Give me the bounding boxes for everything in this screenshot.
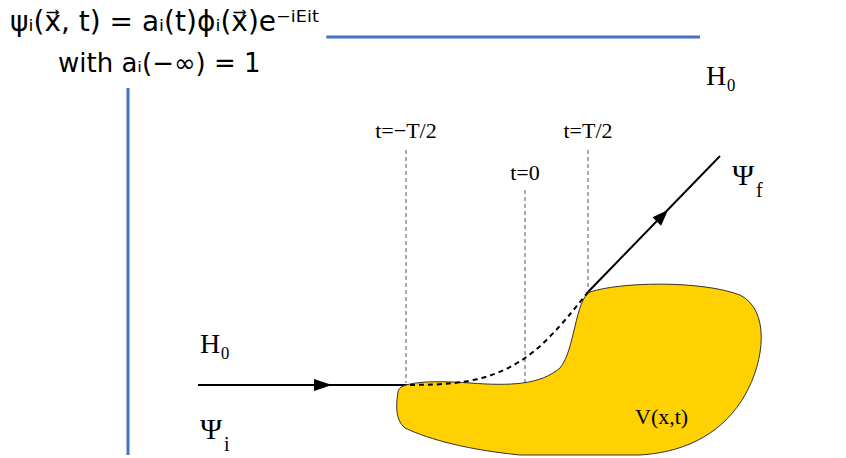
time-marker (588, 150, 589, 290)
formula: ψᵢ(x⃗, t) = aᵢ(t)ϕᵢ(x⃗)e⁻ⁱᴱⁱᵗ (10, 8, 320, 36)
subscript: f (756, 180, 763, 200)
rule-line (326, 36, 700, 39)
rule-line (127, 88, 130, 455)
blob-shape (397, 284, 762, 455)
subscript: i (224, 434, 230, 454)
arrowhead (314, 379, 332, 391)
trajectory-dashed (410, 292, 588, 385)
time-marker (406, 150, 407, 383)
time-label: t=0 (510, 162, 540, 184)
time-label: t=−T/2 (375, 120, 436, 142)
hamiltonian-label: H₀ (706, 62, 736, 90)
region-label: V(x,t) (635, 406, 688, 428)
time-marker (525, 190, 526, 383)
potential-region: V(x,t) (395, 278, 770, 458)
wavefunction-label: Ψ (732, 160, 754, 190)
blob-outline (395, 278, 770, 458)
hamiltonian-label: H₀ (200, 330, 230, 358)
wavefunction-label: Ψ (200, 414, 222, 444)
formula: with aᵢ(−∞) = 1 (58, 50, 261, 76)
incoming-line (198, 384, 408, 386)
arrowhead (653, 210, 669, 226)
time-label: t=T/2 (563, 120, 612, 142)
outgoing-line (588, 156, 720, 292)
